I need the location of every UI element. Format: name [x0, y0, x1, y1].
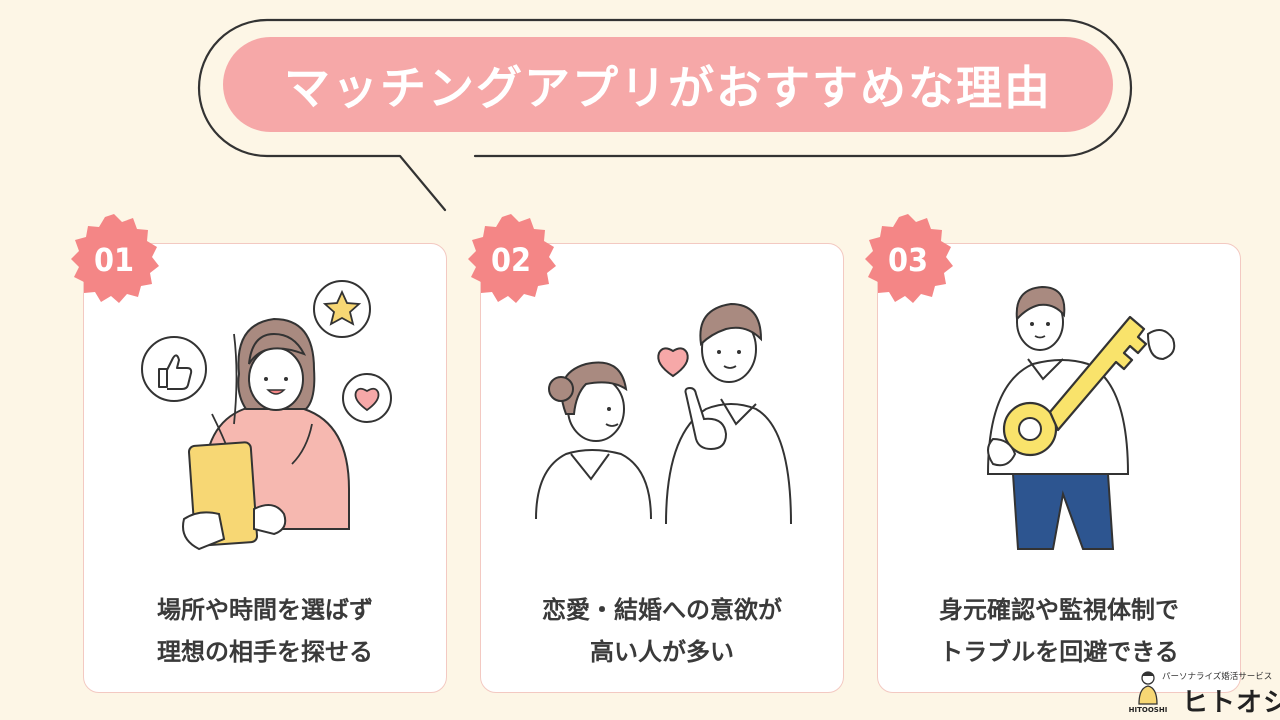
- thumbs-up-icon: [158, 354, 193, 390]
- reason-line: 高い人が多い: [590, 638, 734, 666]
- brand-logo: HITOOSHI パーソナライズ婚活サービス ヒトオシ: [1122, 668, 1280, 718]
- badge-number: 02: [490, 241, 532, 279]
- reason-text-1: 場所や時間を選ばず 理想の相手を探せる: [84, 589, 446, 673]
- page-title: マッチングアプリがおすすめな理由: [284, 60, 1052, 115]
- couple-illustration: [535, 302, 792, 525]
- heart-icon: [354, 387, 380, 412]
- reason-line: 恋愛・結婚への意欲が: [542, 596, 782, 624]
- badge-scallop-icon: [71, 214, 159, 303]
- title-pill: マッチングアプリがおすすめな理由: [223, 37, 1113, 132]
- badge-number: 03: [887, 241, 929, 279]
- number-badge-3: 03: [858, 210, 958, 310]
- badge-number: 01: [93, 241, 135, 279]
- heart-icon: [657, 347, 689, 378]
- reason-card-3: 03 身元確認や監視体制で トラブルを回避できる: [865, 214, 1241, 693]
- reason-card-2: 02 恋愛・結婚への意欲が 高い人が多い: [468, 214, 844, 693]
- badge-scallop-icon: [468, 214, 556, 303]
- brand-tagline: パーソナライズ婚活サービス: [1162, 672, 1273, 682]
- speech-bubble-outline: [197, 18, 1133, 212]
- key-icon: [1002, 315, 1148, 457]
- brand-mascot-icon: HITOOSHI: [1129, 671, 1168, 714]
- number-badge-1: 01: [64, 210, 164, 310]
- number-badge-2: 02: [461, 210, 561, 310]
- title-banner: マッチングアプリがおすすめな理由: [195, 12, 1140, 212]
- star-icon: [322, 289, 362, 326]
- reason-line: 身元確認や監視体制で: [939, 596, 1179, 624]
- reason-card-1: 01 場所や時間を選ばず 理想の相手を探せる: [71, 214, 447, 693]
- reason-line: 場所や時間を選ばず: [157, 596, 373, 624]
- badge-scallop-icon: [865, 214, 953, 303]
- brand-logo-text: HITOOSHI: [1129, 706, 1168, 714]
- man-holding-key-illustration: [986, 285, 1176, 550]
- reason-text-3: 身元確認や監視体制で トラブルを回避できる: [878, 589, 1240, 673]
- reason-line: トラブルを回避できる: [939, 638, 1179, 666]
- brand-name: ヒトオシ: [1182, 688, 1280, 718]
- reason-text-2: 恋愛・結婚への意欲が 高い人が多い: [481, 589, 843, 673]
- woman-with-phone-illustration: [141, 280, 392, 551]
- reason-line: 理想の相手を探せる: [157, 638, 373, 666]
